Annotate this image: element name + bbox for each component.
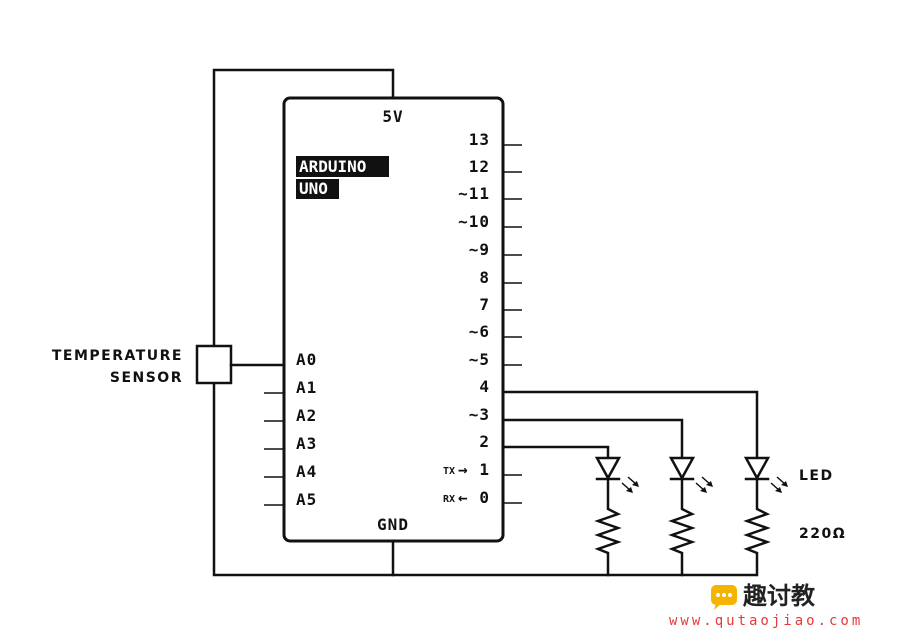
led-stage-2 [668, 456, 713, 577]
pin-a4-label: A4 [296, 462, 317, 481]
rx-arrow: ← [458, 488, 469, 507]
pin-1-label: 1 [479, 460, 490, 479]
sensor-label-line2: SENSOR [110, 370, 183, 386]
led-1-light-arrows [621, 476, 639, 493]
board-name-bg-2 [296, 179, 339, 199]
pin-a2-label: A2 [296, 406, 317, 425]
pin-a0-label: A0 [296, 350, 317, 369]
arduino-board [282, 96, 505, 543]
resistor-3-icon [743, 477, 771, 577]
resistor-1-icon [594, 477, 622, 577]
pin-7-label: 7 [479, 295, 490, 314]
pin-2-label: 2 [479, 432, 490, 451]
ground-label: GND [377, 515, 409, 534]
board-name-bg-1 [296, 156, 389, 177]
pin-4-label: 4 [479, 377, 490, 396]
led-stage-1 [594, 456, 639, 577]
board-name-line2: UNO [299, 179, 328, 198]
chat-bubble-icon [711, 585, 737, 610]
power-label: 5V [382, 107, 403, 126]
pin-a5-label: A5 [296, 490, 317, 509]
pin-2-wire [501, 445, 610, 460]
ground-bus-wire [212, 381, 757, 577]
tx-label: TX [443, 466, 455, 477]
pin-11-label: ~11 [458, 184, 490, 203]
led-3-light-arrows [770, 476, 788, 493]
sensor-label-line1: TEMPERATURE [52, 348, 183, 364]
led-1-icon [594, 456, 622, 481]
pin-12-label: 12 [469, 157, 490, 176]
pin-0-label: 0 [479, 488, 490, 507]
led-stage-3 [743, 456, 788, 577]
pin-3-label: ~3 [469, 405, 490, 424]
pin-10-label: ~10 [458, 212, 490, 231]
pin-8-label: 8 [479, 268, 490, 287]
resistor-label: 220Ω [799, 526, 846, 542]
led-label: LED [799, 468, 834, 484]
pin-3-wire [501, 418, 684, 460]
5v-supply-wire [212, 68, 395, 348]
pin-a3-label: A3 [296, 434, 317, 453]
temperature-sensor [195, 344, 233, 385]
pin-6-label: ~6 [469, 322, 490, 341]
pin-4-wire [501, 390, 759, 460]
watermark-brand: 趣讨教 [742, 582, 816, 610]
watermark: 趣讨教 www.qutaojiao.com [669, 582, 863, 629]
pin-9-label: ~9 [469, 240, 490, 259]
pin-5-label: ~5 [469, 350, 490, 369]
board-name-line1: ARDUINO [299, 157, 366, 176]
watermark-url: www.qutaojiao.com [669, 613, 863, 629]
rx-label: RX [443, 494, 455, 505]
tx-arrow: → [458, 460, 469, 479]
pin-13-label: 13 [469, 130, 490, 149]
pin-a1-label: A1 [296, 378, 317, 397]
led-2-light-arrows [695, 476, 713, 493]
led-3-icon [743, 456, 771, 481]
resistor-2-icon [668, 477, 696, 577]
led-2-icon [668, 456, 696, 481]
